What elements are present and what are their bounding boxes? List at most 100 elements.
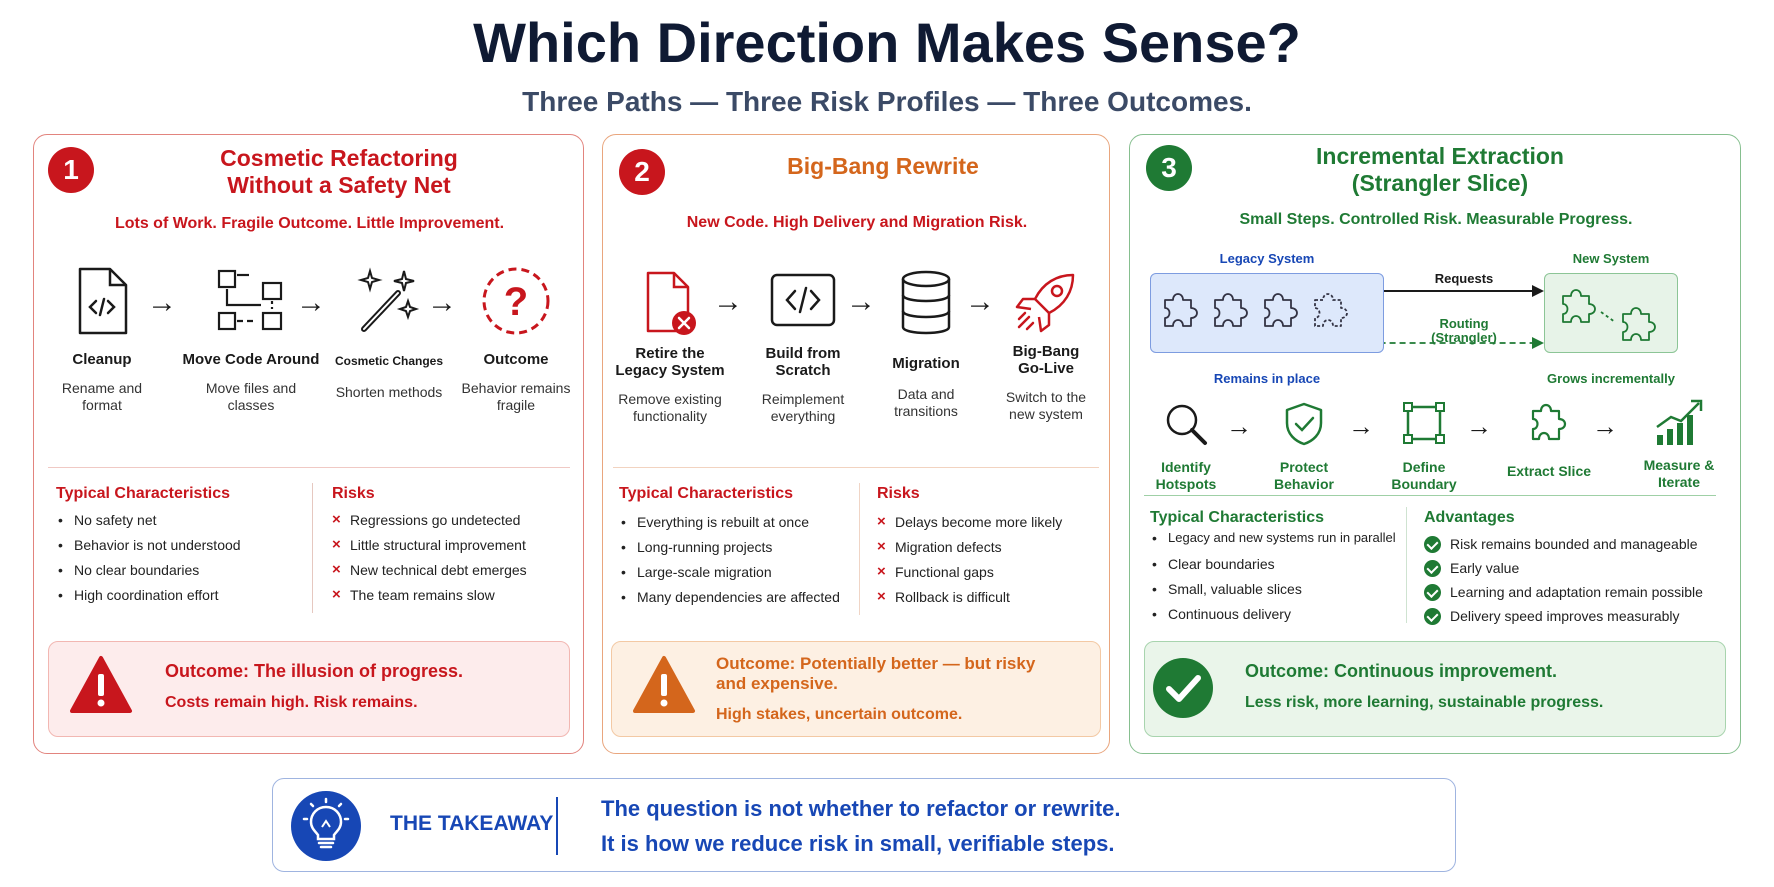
step-label: Extract Slice (1506, 463, 1592, 479)
list-item: Small, valuable slices (1150, 578, 1400, 603)
check-circle-icon (1424, 608, 1441, 625)
check-circle-icon (1153, 658, 1213, 718)
divider (1406, 507, 1407, 623)
list-item: Little structural improvement (332, 534, 527, 559)
takeaway-box: THE TAKEAWAY The question is not whether… (272, 778, 1456, 872)
code-file-icon (78, 267, 128, 335)
step-desc: new system (1009, 406, 1083, 422)
arrow-right-icon: → (846, 285, 876, 318)
check-circle-icon (1424, 584, 1441, 601)
divider (312, 483, 313, 613)
risks-heading: Risks (332, 485, 375, 502)
list-item: The team remains slow (332, 584, 527, 609)
list-item: Regressions go undetected (332, 509, 527, 534)
puzzle-icon (1531, 403, 1567, 441)
step-label: Legacy System (615, 362, 725, 379)
characteristics-list: Legacy and new systems run in parallel C… (1150, 531, 1400, 628)
step-label: Retire the (635, 345, 705, 362)
step-label: Identify (1161, 459, 1211, 475)
characteristics-list: Everything is rebuilt at once Long-runni… (619, 511, 840, 611)
path-title-line1: Incremental Extraction (1316, 143, 1564, 169)
step-label: Cleanup (72, 351, 132, 368)
arrow-right-icon: → (713, 285, 743, 318)
risks-list: Delays become more likely Migration defe… (877, 511, 1062, 611)
list-item: New technical debt emerges (332, 559, 527, 584)
outcome-title: Outcome: Potentially better — but risky … (716, 654, 1035, 694)
step-label: Cosmetic Changes (334, 354, 444, 368)
shield-check-icon (1285, 402, 1323, 446)
step-desc: transitions (894, 403, 958, 419)
divider (1144, 495, 1716, 496)
step-desc: Data and (897, 386, 955, 402)
list-item: No clear boundaries (56, 559, 241, 584)
divider (556, 797, 558, 855)
outcome-subtitle: Costs remain high. Risk remains. (165, 694, 418, 711)
risks-list: Regressions go undetected Little structu… (332, 509, 527, 609)
arrow-right-icon: → (1592, 411, 1618, 441)
step-label: Protect (1279, 459, 1329, 475)
warning-icon (70, 656, 132, 713)
grows-incrementally-label: Grows incrementally (1547, 371, 1675, 386)
path-tagline: New Code. High Delivery and Migration Ri… (686, 214, 1028, 231)
step-label: Big-Bang (1012, 343, 1080, 360)
divider (48, 467, 570, 468)
step-desc: functionality (633, 408, 707, 424)
outcome-title-line1: Outcome: Potentially better — but risky (716, 654, 1036, 673)
step-label: Define (1402, 459, 1446, 475)
risks-heading: Risks (877, 485, 920, 502)
database-icon (901, 270, 951, 335)
step-desc: Reimplement (761, 391, 845, 407)
step-label: Move Code Around (182, 351, 320, 368)
step-desc: fragile (496, 397, 536, 413)
svg-text:?: ? (504, 280, 528, 324)
path-title: Cosmetic Refactoring Without a Safety Ne… (104, 145, 574, 199)
takeaway-line1: The question is not whether to refactor … (601, 796, 1121, 821)
routing-label: Routing (Strangler) (1394, 317, 1534, 345)
outcome-title: Outcome: The illusion of progress. (165, 661, 464, 681)
outcome-title: Outcome: Continuous improvement. (1245, 661, 1558, 681)
outcome-box: Outcome: Potentially better — but risky … (611, 641, 1101, 737)
path-title-line2: (Strangler Slice) (1351, 170, 1529, 196)
step-desc: Remove existing (618, 391, 722, 407)
list-item: Clear boundaries (1150, 553, 1400, 578)
step-number-badge: 2 (619, 149, 665, 195)
arrow-right-icon: → (296, 286, 326, 319)
list-item: Behavior is not understood (56, 534, 241, 559)
list-item: Risk remains bounded and manageable (1424, 533, 1703, 557)
path-cosmetic-refactoring: 1 Cosmetic Refactoring Without a Safety … (33, 134, 584, 754)
arrow-right-icon: → (1348, 411, 1374, 441)
growth-chart-icon (1656, 399, 1703, 445)
step-desc: everything (770, 408, 836, 424)
list-item: Functional gaps (877, 561, 1062, 586)
move-blocks-icon (217, 269, 283, 331)
step-desc: Move files and (205, 380, 297, 396)
path-big-bang-rewrite: 2 Big-Bang Rewrite New Code. High Delive… (602, 134, 1110, 754)
arrow-right-icon: → (427, 286, 457, 319)
requests-label: Requests (1434, 271, 1494, 286)
page-subtitle: Three Paths — Three Risk Profiles — Thre… (522, 86, 1252, 117)
new-system-label: New System (1572, 251, 1650, 266)
step-label: Scratch (775, 362, 831, 379)
puzzle-icon (1164, 293, 1348, 327)
warning-icon (633, 656, 695, 713)
remains-in-place-label: Remains in place (1213, 371, 1321, 386)
step-label: Go-Live (1018, 360, 1074, 377)
list-item: Rollback is difficult (877, 586, 1062, 611)
question-icon: ? (482, 267, 550, 335)
step-extract-slice: Extract Slice (1494, 401, 1604, 480)
magnifier-icon (1166, 404, 1207, 445)
list-item: Early value (1424, 557, 1703, 581)
list-item: No safety net (56, 509, 241, 534)
check-circle-icon (1424, 536, 1441, 553)
list-item: Migration defects (877, 536, 1062, 561)
path-title-line1: Cosmetic Refactoring (220, 145, 458, 171)
page-title: Which Direction Makes Sense? (473, 11, 1301, 74)
request-routing-arrows (1384, 285, 1544, 349)
step-cosmetic-changes: Cosmetic Changes Shorten methods (324, 265, 454, 401)
step-label: Build from (765, 345, 841, 362)
